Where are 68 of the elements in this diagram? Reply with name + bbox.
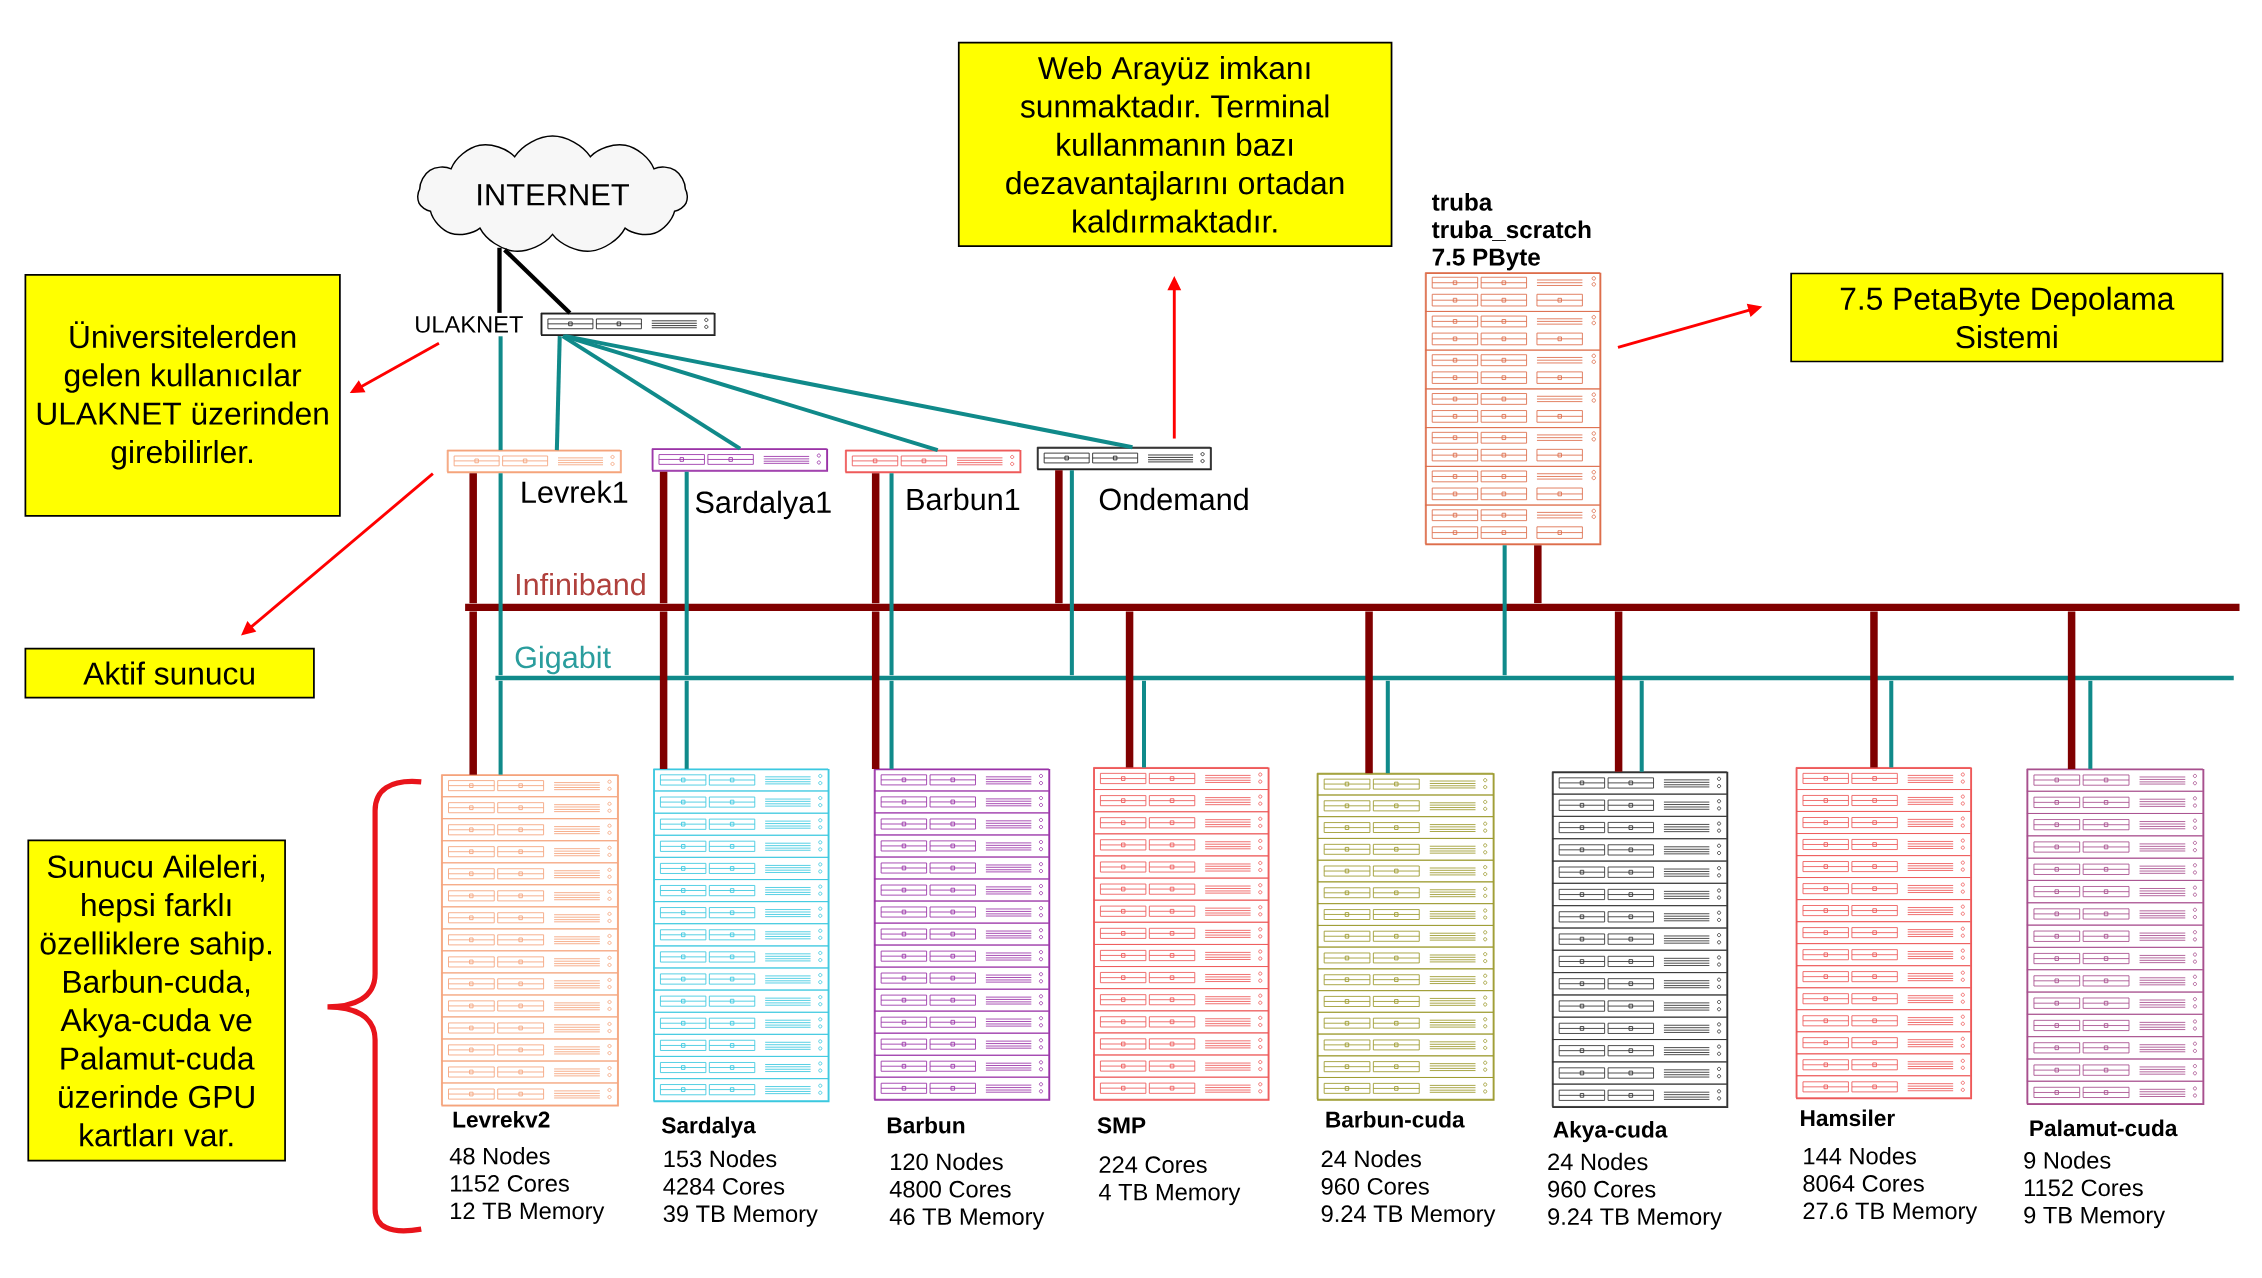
server-label: Levrek1 [522, 480, 628, 503]
spec-text: 9.24 TB Memory [1321, 1205, 1496, 1227]
rack-title: Barbun [887, 1116, 965, 1134]
connection-line [503, 248, 572, 315]
spec-text: 27.6 TB Memory [1803, 1202, 1978, 1224]
spec-text: 1152 Cores [451, 1175, 569, 1192]
spec-text: 9 TB Memory [2024, 1206, 2165, 1229]
connection-line [1069, 470, 1074, 676]
connection-line [561, 334, 742, 451]
rack-title: Levrekv2 [453, 1110, 550, 1128]
rack-title: Akya-cuda [1553, 1121, 1668, 1143]
rack-title: Barbun-cuda [1326, 1110, 1465, 1128]
connection-line [1142, 680, 1146, 768]
spec-text: 4284 Cores [663, 1177, 785, 1195]
spec-text: 48 Nodes [449, 1146, 550, 1165]
connection-line [563, 334, 939, 452]
note-box: Üniversitelerden gelen kullanıcılar ULAKNET üzerinden girebilirler. [24, 274, 341, 517]
bus-label: Gigabit [515, 645, 611, 675]
spec-text: 120 Nodes [891, 1152, 1003, 1171]
storage-label: 7.5 PByte [1432, 248, 1540, 271]
rack-title: SMP [1097, 1117, 1146, 1134]
connection-line [1502, 545, 1507, 676]
note-box: Web Arayüz imkanı sunmaktadır. Terminal kullanmanın bazı dezavantajlarını ortadan kaldırmaktadır. [957, 41, 1393, 247]
connection-line [498, 473, 503, 676]
server-icon [540, 312, 716, 337]
connection-line [2088, 680, 2093, 769]
server-label: Ondemand [1099, 487, 1248, 511]
spec-text: 8064 Cores [1803, 1175, 1924, 1192]
rack-title: Hamsiler [1801, 1109, 1895, 1127]
connection-line [889, 473, 894, 676]
connection-line [1385, 680, 1390, 774]
connection-line [498, 336, 503, 450]
storage-label: truba_scratch [1431, 220, 1591, 241]
spec-text: 960 Cores [1321, 1177, 1429, 1195]
spec-text: 12 TB Memory [451, 1202, 605, 1224]
connection-line [497, 247, 502, 313]
note-box: Aktif sunucu [24, 647, 315, 699]
network-label: ULAKNET [416, 316, 523, 333]
spec-text: 4 TB Memory [1098, 1183, 1241, 1206]
bus-label: Infiniband [516, 572, 645, 596]
spec-text: 24 Nodes [1548, 1152, 1648, 1171]
cloud: INTERNET [417, 135, 688, 252]
spec-text: 224 Cores [1099, 1156, 1207, 1173]
spec-text: 9.24 TB Memory [1548, 1208, 1722, 1230]
server-label: Sardalya1 [695, 490, 831, 520]
rack-title: Palamut-cuda [2030, 1119, 2178, 1137]
spec-text: 144 Nodes [1804, 1146, 1916, 1165]
connection-line [684, 471, 689, 676]
connection-line [554, 336, 562, 451]
connection-line [684, 680, 689, 769]
spec-text: 46 TB Memory [889, 1208, 1045, 1230]
spec-text: 4800 Cores [889, 1180, 1011, 1198]
spec-text: 39 TB Memory [663, 1205, 818, 1227]
connection-line [1889, 680, 1894, 768]
spec-text: 24 Nodes [1321, 1149, 1421, 1168]
spec-text: 960 Cores [1548, 1180, 1656, 1198]
connection-line [889, 680, 894, 769]
spec-text: 9 Nodes [2024, 1151, 2111, 1169]
rack-title: Sardalya [661, 1116, 756, 1138]
spec-text: 1152 Cores [2024, 1179, 2143, 1197]
server-label: Barbun1 [907, 487, 1020, 511]
connection-line [1639, 680, 1644, 772]
note-box: 7.5 PetaByte Depolama Sistemi [1790, 272, 2224, 363]
storage-label: truba [1431, 193, 1493, 211]
connection-line [498, 680, 503, 775]
note-box: Sunucu Aileleri, hepsi farklı özelliklere sahip. Barbun-cuda, Akya-cuda ve Palamut-cuda üzerinde GPU kartları var. [27, 839, 286, 1162]
connection-line [565, 334, 1133, 450]
spec-text: 153 Nodes [664, 1149, 777, 1168]
